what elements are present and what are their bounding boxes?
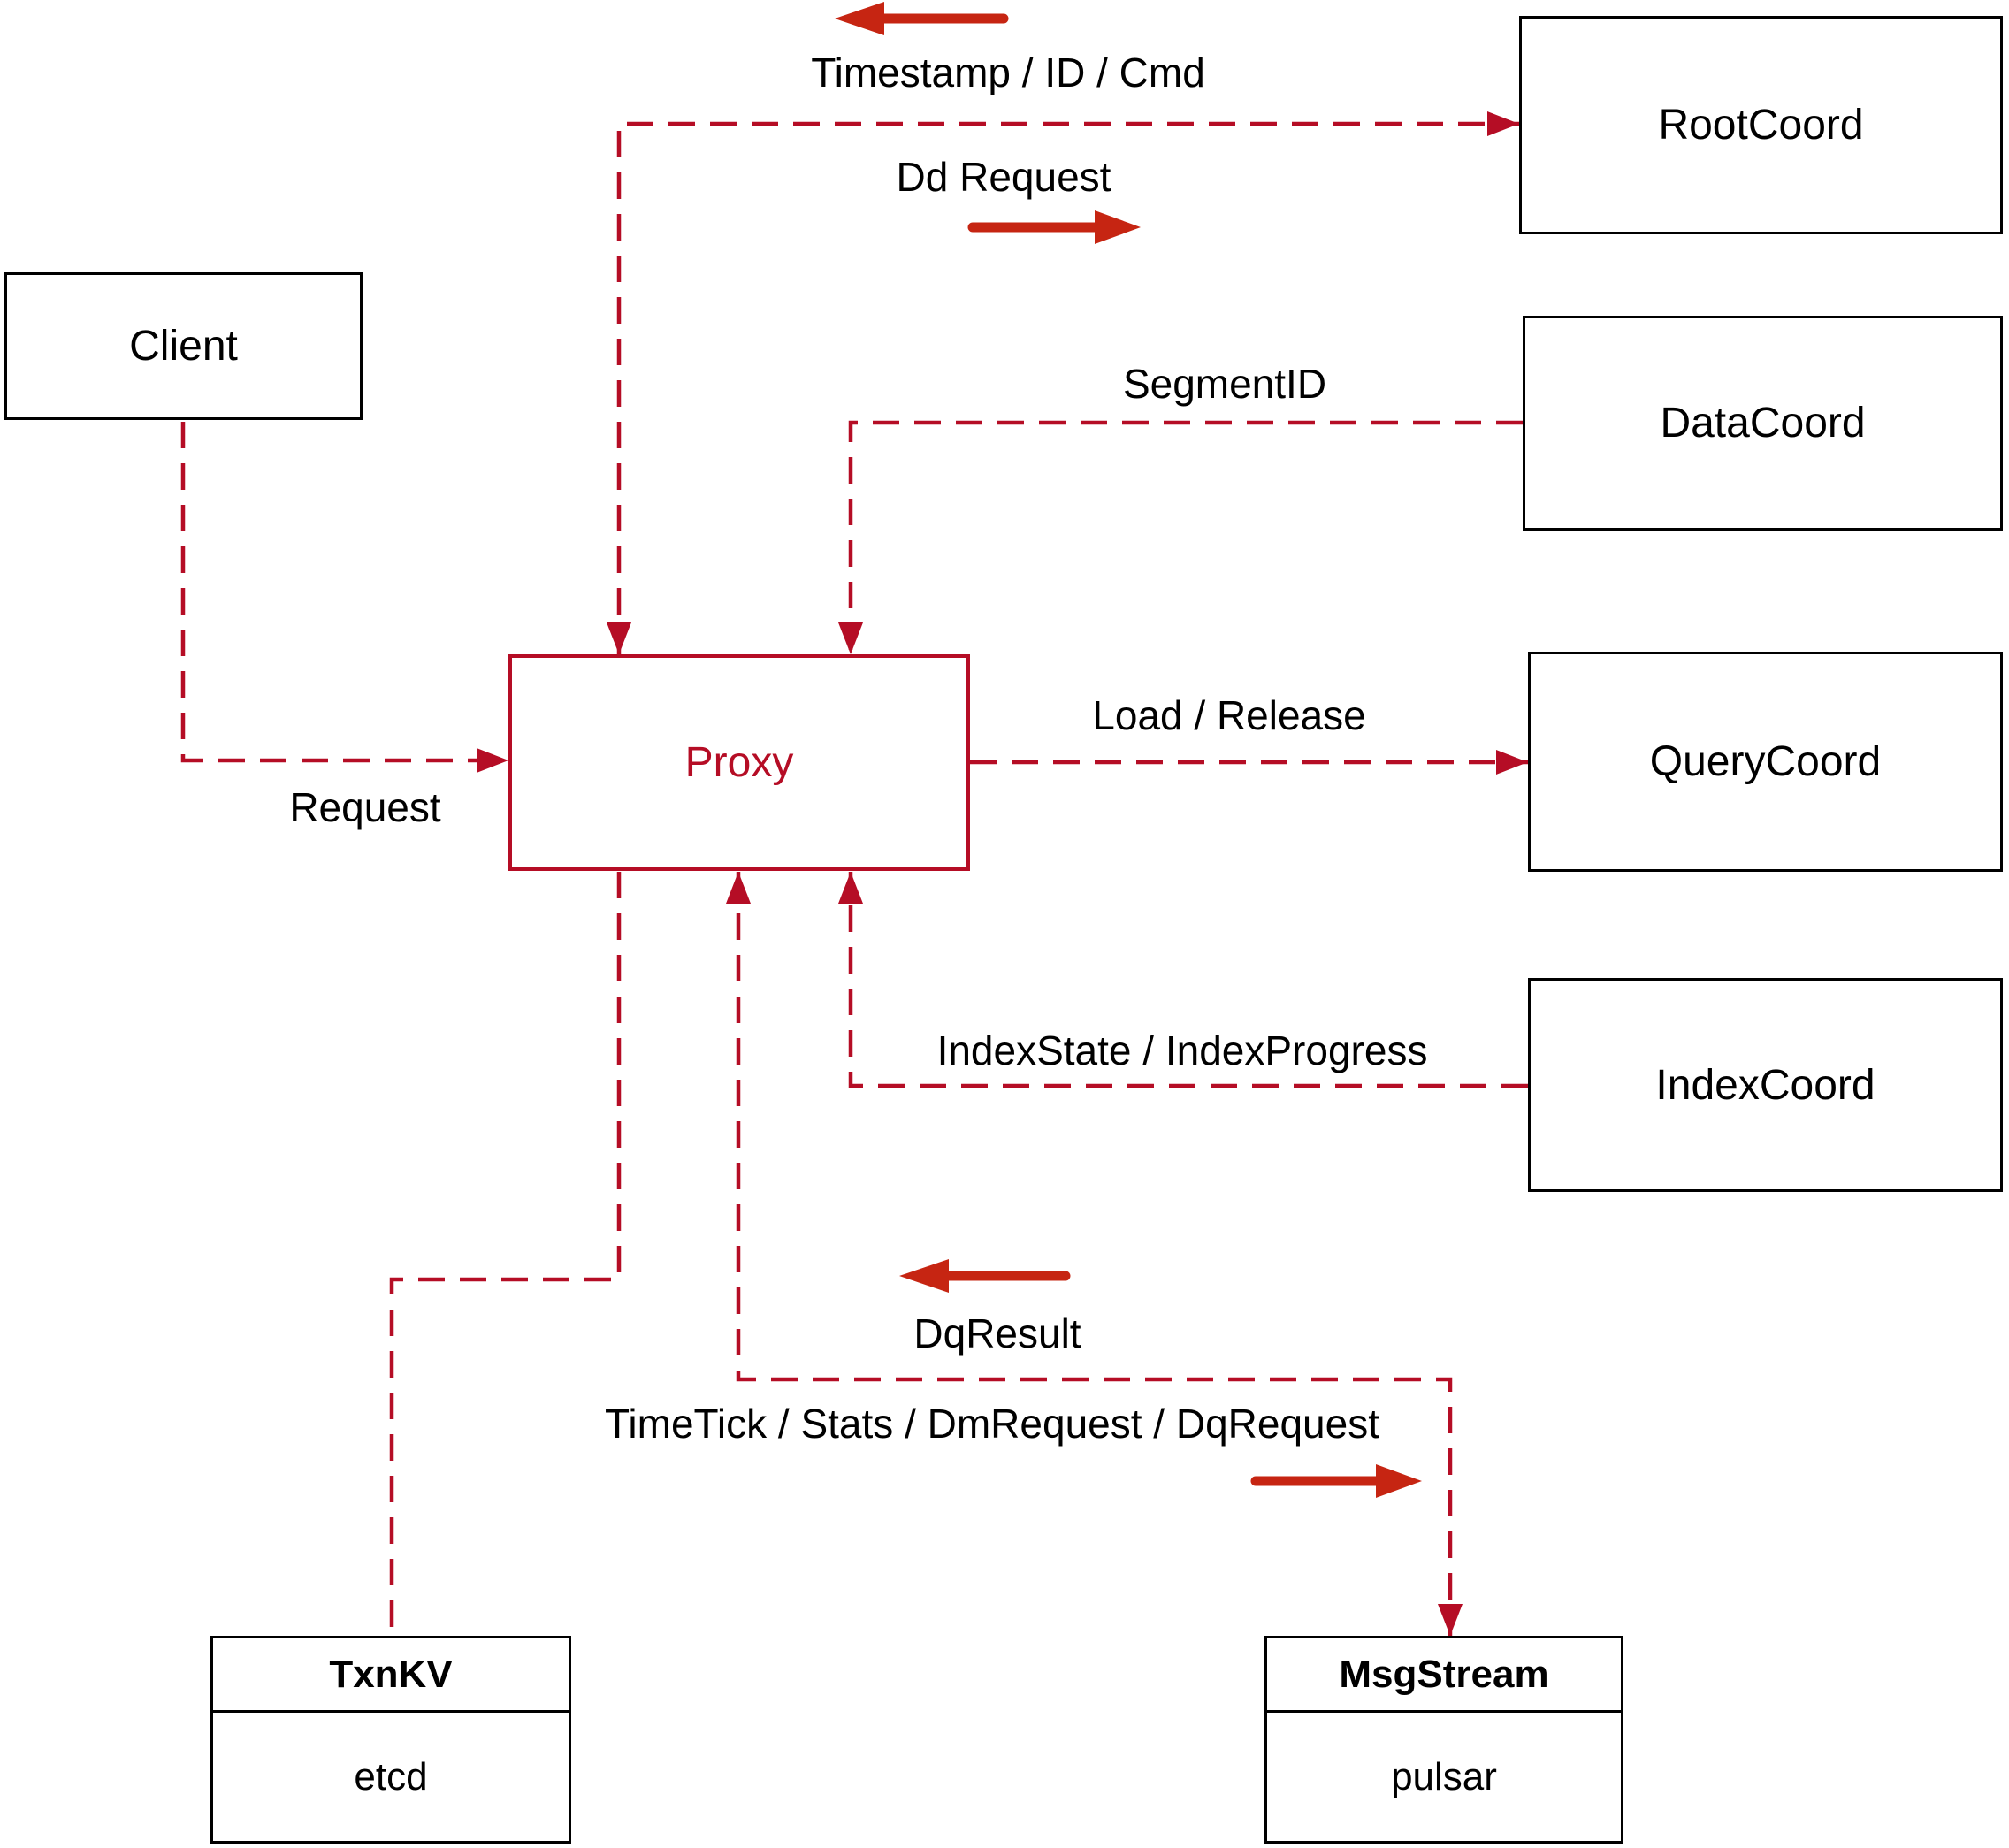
arrowhead-right-icon <box>477 748 508 773</box>
proxy-txnkv-connector <box>389 872 622 1636</box>
flow-right-arrow-icon <box>1250 1464 1422 1498</box>
label-segment-id: SegmentID <box>1122 361 1327 407</box>
flow-right-arrow-icon <box>967 210 1141 244</box>
txnkv-implementation: etcd <box>354 1754 428 1798</box>
proxy-msgstream-connector <box>736 872 1453 1636</box>
label-load-release: Load / Release <box>1092 692 1366 738</box>
arrowhead-down-icon <box>607 622 631 654</box>
node-proxy: Proxy <box>508 654 970 871</box>
datacoord-proxy-connector <box>848 420 1523 654</box>
label-index-state-progress: IndexState / IndexProgress <box>936 1027 1428 1073</box>
arrow-head <box>835 2 884 35</box>
arrowhead-down-icon <box>1438 1604 1463 1636</box>
arrow-head <box>899 1259 949 1293</box>
msgstream-title: MsgStream <box>1267 1638 1621 1713</box>
node-datacoord: DataCoord <box>1523 316 2003 531</box>
txnkv-title: TxnKV <box>213 1638 569 1713</box>
label-request: Request <box>289 784 441 830</box>
msgstream-implementation: pulsar <box>1391 1754 1497 1798</box>
arrowhead-down-icon <box>838 622 863 654</box>
proxy-rootcoord-connector <box>616 121 1519 656</box>
node-querycoord: QueryCoord <box>1528 652 2003 872</box>
arrowhead-right-icon <box>1496 750 1528 775</box>
label-time-tick-stats: TimeTick / Stats / DmRequest / DqRequest <box>605 1401 1379 1447</box>
label-dd-request: Dd Request <box>896 154 1111 200</box>
arrowhead-up-icon <box>838 872 863 904</box>
node-indexcoord: IndexCoord <box>1528 978 2003 1192</box>
client-proxy-connector <box>180 422 508 763</box>
label-timestamp-id-cmd: Timestamp / ID / Cmd <box>811 50 1205 95</box>
flow-left-arrow-icon <box>835 2 1009 35</box>
node-rootcoord: RootCoord <box>1519 16 2003 234</box>
arrow-head <box>1376 1464 1422 1498</box>
node-client: Client <box>4 272 363 420</box>
node-msgstream: MsgStream pulsar <box>1264 1636 1623 1844</box>
node-txnkv: TxnKV etcd <box>210 1636 571 1844</box>
flow-left-arrow-icon <box>899 1259 1071 1293</box>
arrowhead-right-icon <box>1487 111 1519 136</box>
arrow-head <box>1095 210 1141 244</box>
arrowhead-up-icon <box>726 872 751 904</box>
label-dq-result: DqResult <box>913 1310 1081 1356</box>
